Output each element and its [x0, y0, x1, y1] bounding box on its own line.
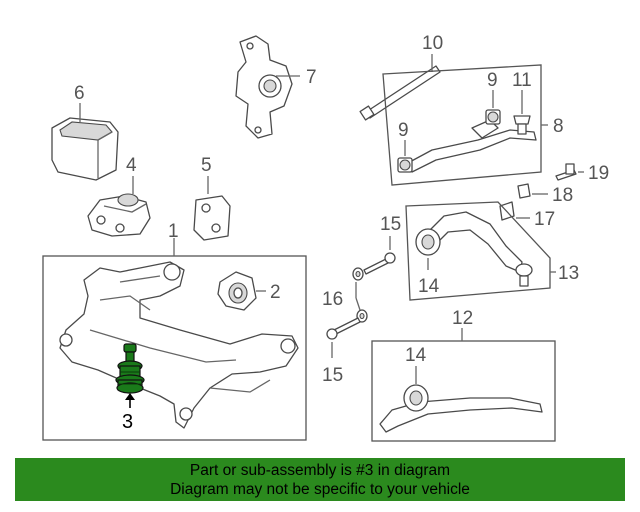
part-7-knuckle[interactable]: [235, 35, 293, 139]
part-8-upper-arm[interactable]: [405, 119, 537, 173]
part-10-tie-rod[interactable]: [359, 65, 441, 121]
callout-2: 2: [270, 282, 281, 303]
part-3-subframe-bushing[interactable]: [115, 343, 145, 394]
leader-3-arrowhead: [125, 393, 135, 400]
callout-9a: 9: [487, 70, 498, 91]
part-18-bracket[interactable]: [517, 183, 531, 199]
part-16-washer-upper[interactable]: [352, 267, 364, 281]
group-box-12: [371, 340, 556, 442]
part-9-bushing-lower[interactable]: [397, 157, 413, 173]
leader-16: [355, 282, 361, 311]
callout-1: 1: [168, 221, 179, 242]
part-4-mount[interactable]: [87, 193, 151, 237]
part-14-bushing-upper[interactable]: [415, 228, 441, 256]
part-14-bushing-lower[interactable]: [403, 384, 429, 412]
callout-18: 18: [552, 185, 573, 206]
part-16-washer-lower[interactable]: [356, 309, 368, 323]
callout-3: 3: [122, 411, 133, 433]
part-13-control-arm[interactable]: [429, 211, 533, 287]
part-19-bolt[interactable]: [555, 163, 577, 181]
callout-19: 19: [588, 163, 609, 184]
part-9-bushing-upper[interactable]: [485, 109, 501, 125]
callout-5: 5: [201, 155, 212, 176]
part-info-banner: Part or sub-assembly is #3 in diagram Di…: [15, 458, 625, 501]
callout-15a: 15: [380, 214, 401, 235]
callout-17: 17: [534, 209, 555, 230]
callout-15b: 15: [322, 365, 343, 386]
callout-12: 12: [452, 308, 473, 329]
group-box-13: [405, 201, 551, 301]
part-2-bushing[interactable]: [217, 271, 257, 311]
callout-14a: 14: [418, 276, 440, 297]
part-5-plate[interactable]: [193, 195, 231, 241]
part-6-insulator[interactable]: [51, 117, 119, 181]
callout-16: 16: [322, 289, 343, 310]
callout-13: 13: [558, 263, 579, 284]
part-11-ball-joint[interactable]: [513, 115, 531, 135]
banner-line-1: Part or sub-assembly is #3 in diagram: [189, 462, 451, 479]
callout-8: 8: [553, 116, 564, 137]
part-15-bolt-upper[interactable]: [363, 252, 396, 275]
banner-line-2: Diagram may not be specific to your vehi…: [170, 481, 470, 498]
part-1-subframe[interactable]: [59, 261, 299, 429]
callout-11: 11: [512, 70, 532, 91]
callout-7: 7: [306, 67, 317, 88]
callout-9b: 9: [398, 120, 409, 141]
part-15-bolt-lower[interactable]: [326, 317, 361, 340]
callout-6: 6: [74, 83, 85, 104]
group-box-8: [382, 64, 542, 186]
callout-14b: 14: [405, 345, 427, 366]
callout-4: 4: [126, 155, 137, 176]
callout-10: 10: [422, 33, 443, 54]
